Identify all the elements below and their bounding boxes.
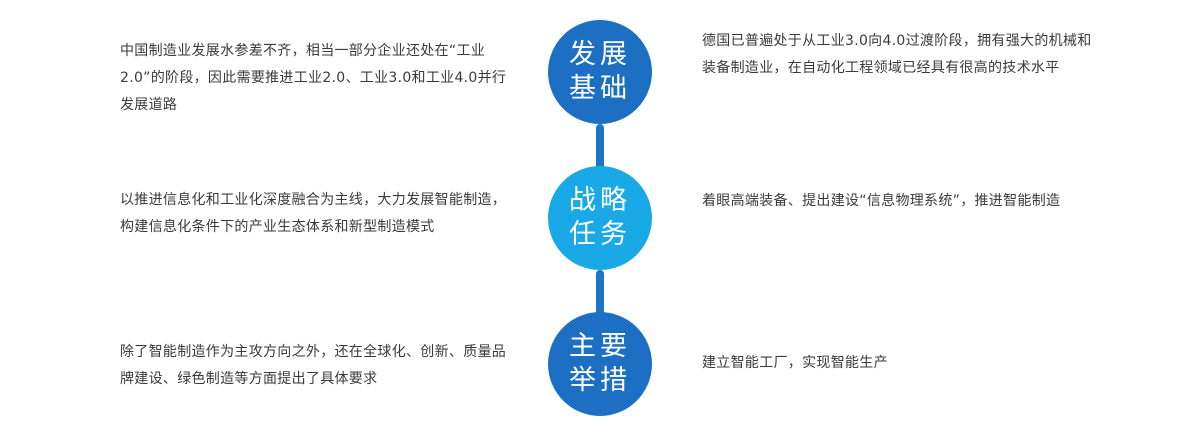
node-main-measures: 主要举措 bbox=[548, 312, 652, 416]
node-label-development-basis: 发展基础 bbox=[569, 39, 631, 104]
left-text-strategic-task: 以推进信息化和工业化深度融合为主线，大力发展智能制造，构建信息化条件下的产业生态… bbox=[120, 192, 507, 235]
connector-line-1 bbox=[596, 124, 604, 172]
right-text-main-measures: 建立智能工厂，实现智能生产 bbox=[702, 355, 888, 371]
node-label-strategic-task: 战略任务 bbox=[569, 185, 631, 250]
node-label-main-measures: 主要举措 bbox=[569, 331, 631, 396]
left-text-main-measures: 除了智能制造作为主攻方向之外，还在全球化、创新、质量品牌建设、绿色制造等方面提出… bbox=[120, 344, 507, 387]
connector-line-2 bbox=[596, 270, 604, 318]
node-development-basis: 发展基础 bbox=[548, 20, 652, 124]
left-text-development-basis: 中国制造业发展水参差不齐，相当一部分企业还处在“工业2.0”的阶段，因此需要推进… bbox=[120, 43, 507, 113]
node-strategic-task: 战略任务 bbox=[548, 166, 652, 270]
right-text-development-basis: 德国已普遍处于从工业3.0向4.0过渡阶段，拥有强大的机械和装备制造业，在自动化… bbox=[702, 33, 1092, 76]
right-text-strategic-task: 着眼高端装备、提出建设“信息物理系统”，推进智能制造 bbox=[702, 193, 1061, 209]
